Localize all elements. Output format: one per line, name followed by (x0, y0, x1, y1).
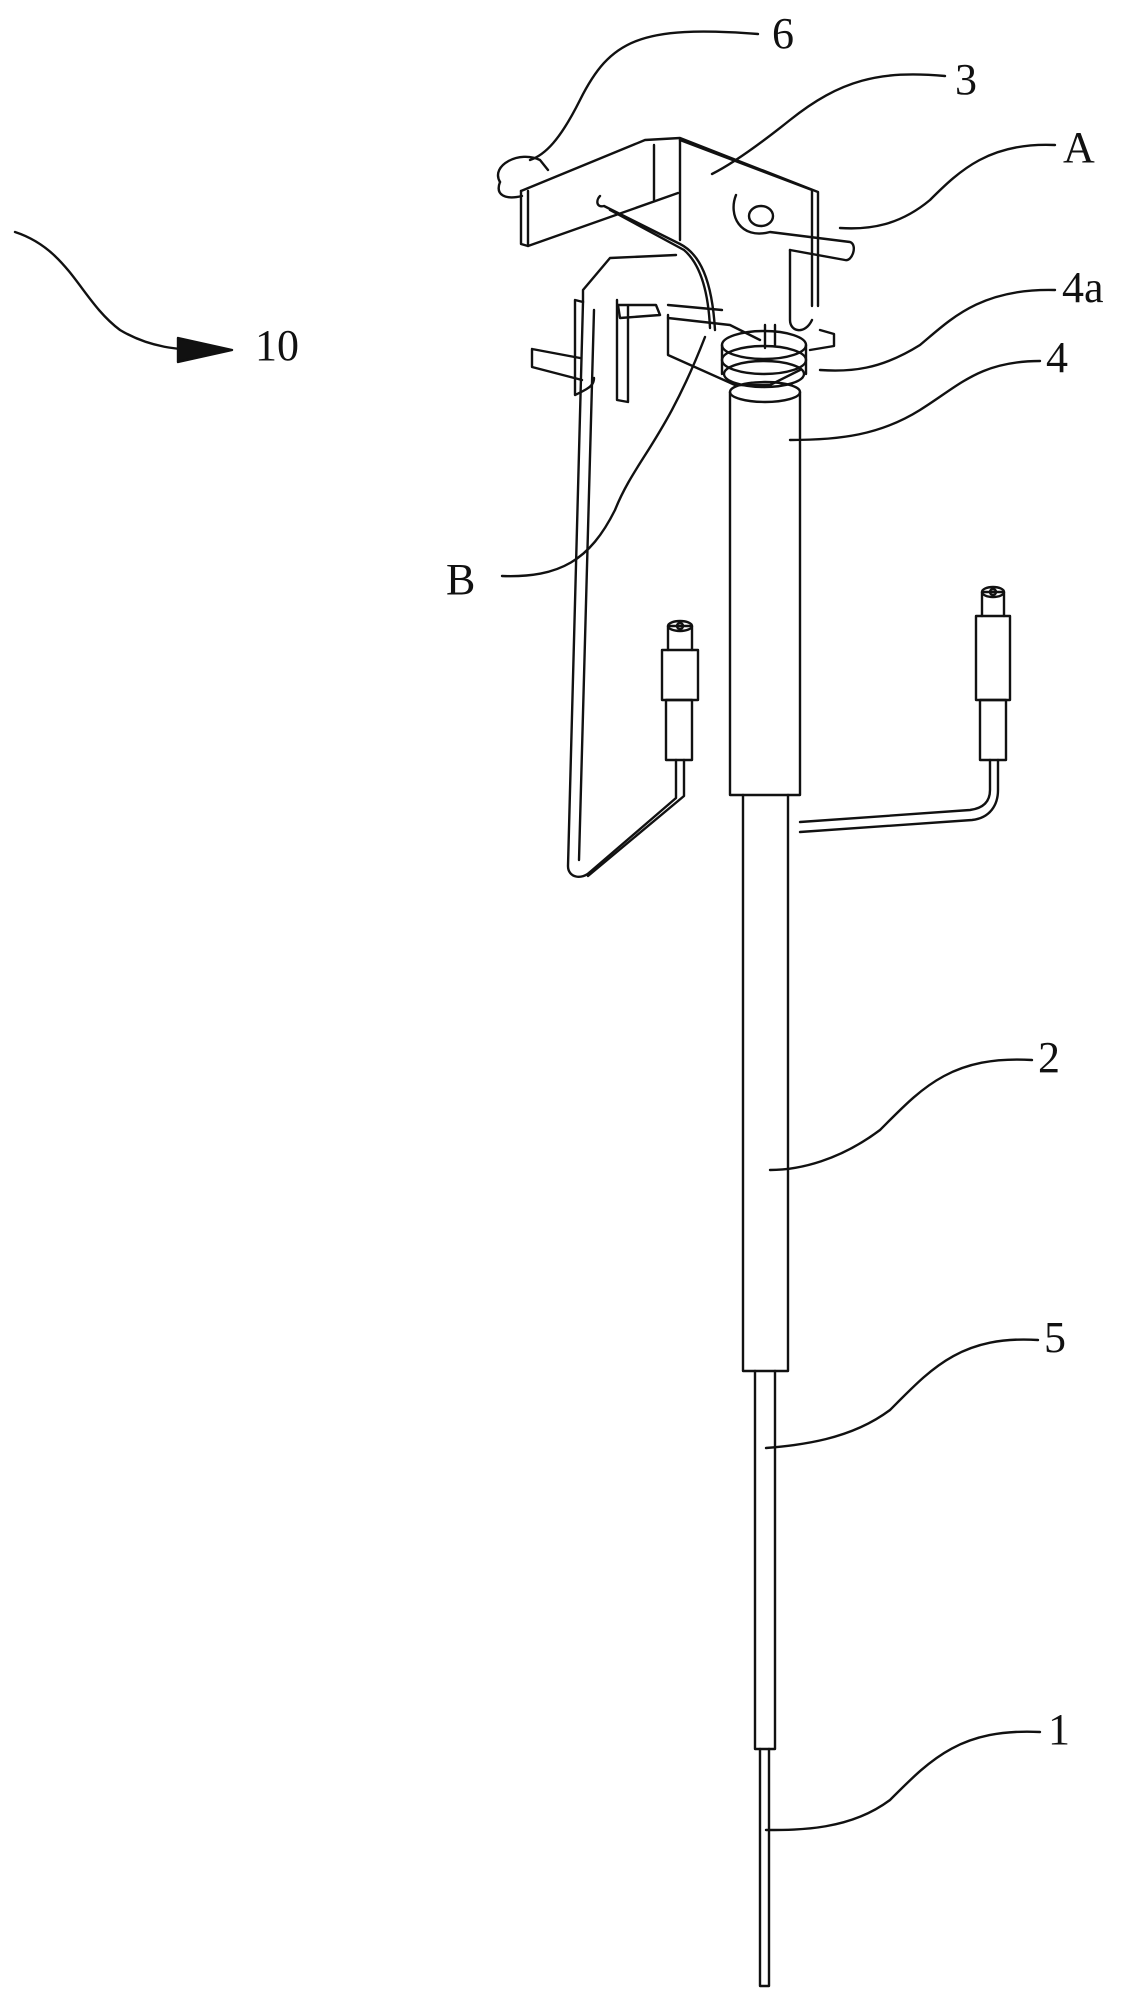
label-2: 2 (1038, 1033, 1060, 1082)
label-1: 1 (1048, 1705, 1070, 1754)
label-5: 5 (1044, 1313, 1066, 1362)
tube-4 (728, 380, 802, 797)
assembly-leader (13, 230, 207, 352)
leader-4a (818, 288, 1057, 372)
collar-4a (720, 323, 836, 389)
leader-B (500, 335, 707, 578)
leader-2 (768, 1058, 1034, 1172)
leader-6 (528, 30, 760, 162)
leader-A (838, 143, 1057, 230)
label-B: B (446, 555, 476, 604)
bracket-3 (496, 136, 855, 404)
label-6: 6 (772, 9, 794, 58)
rod-1 (758, 1747, 771, 1988)
label-A: A (1063, 123, 1095, 172)
leader-1 (764, 1730, 1042, 1832)
leader-4 (788, 359, 1042, 442)
tube-2 (741, 793, 790, 1373)
leader-5 (764, 1338, 1040, 1450)
right-rod (798, 585, 1012, 834)
label-3: 3 (955, 55, 977, 104)
label-4: 4 (1046, 333, 1068, 382)
left-rod (566, 300, 700, 878)
label-4a: 4a (1062, 263, 1104, 312)
arrow-head-icon (176, 336, 234, 364)
leader-3 (710, 73, 947, 176)
label-10: 10 (255, 321, 299, 370)
tube-5 (753, 1369, 777, 1751)
